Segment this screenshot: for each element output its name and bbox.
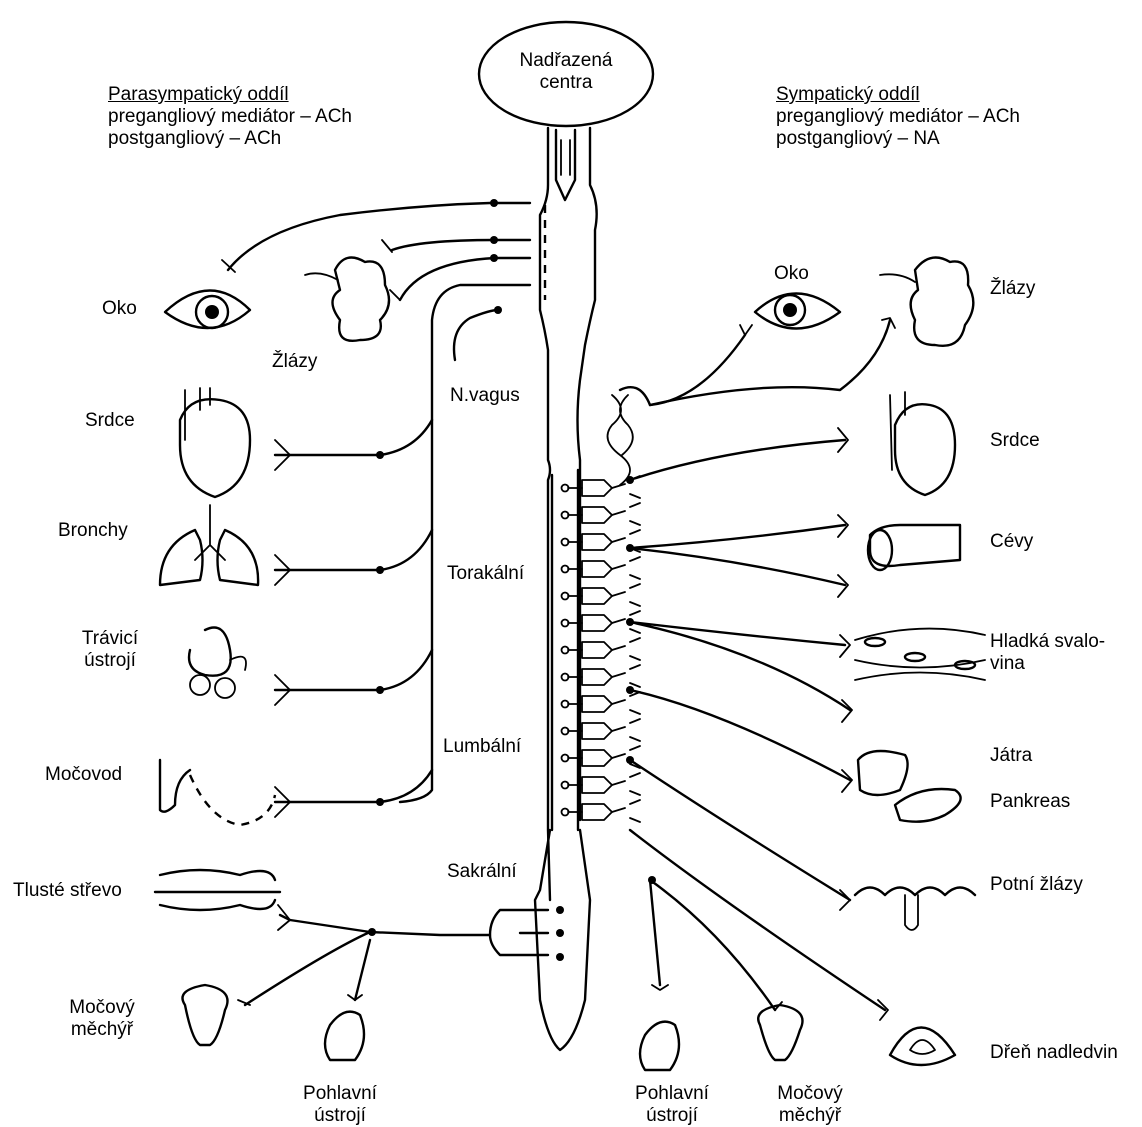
sacral-parasympathetic xyxy=(238,905,564,1005)
parasympathetic-post: postgangliový – ACh xyxy=(108,128,281,150)
sympathetic-post: postgangliový – NA xyxy=(776,128,940,150)
parasympathetic-title: Parasympatický oddíl xyxy=(108,84,289,106)
right-sweat-label: Potní žlázy xyxy=(990,874,1083,896)
spinal-segment xyxy=(582,777,612,793)
parasympathetic-pre: pregangliový mediátor – ACh xyxy=(108,106,352,128)
spinal-segment xyxy=(582,534,612,550)
sympathetic-fibers xyxy=(608,318,896,1020)
left-colon-label: Tlusté střevo xyxy=(13,880,122,902)
spinal-segment xyxy=(582,696,612,712)
spinal-segment xyxy=(582,642,612,658)
spinal-segment xyxy=(582,669,612,685)
right-eye-label: Oko xyxy=(774,263,809,285)
left-glands-label: Žlázy xyxy=(272,351,317,373)
right-glands-label: Žlázy xyxy=(990,278,1035,300)
right-smooth-muscle-label: Hladká svalo-vina xyxy=(990,631,1105,675)
region-vagus: N.vagus xyxy=(450,385,520,407)
region-lumbar: Lumbální xyxy=(443,736,521,758)
left-ureter-label: Močovod xyxy=(45,764,122,786)
spinal-segments xyxy=(562,476,641,822)
right-heart-label: Srdce xyxy=(990,430,1040,452)
spinal-segment xyxy=(582,507,612,523)
left-eye-label: Oko xyxy=(102,298,137,320)
sympathetic-title: Sympatický oddíl xyxy=(776,84,920,106)
left-heart-label: Srdce xyxy=(85,410,135,432)
parasympathetic-cranial-nerves xyxy=(222,199,530,817)
spinal-segment xyxy=(582,723,612,739)
right-pancreas-label: Pankreas xyxy=(990,791,1070,813)
left-bronchi-label: Bronchy xyxy=(58,520,128,542)
spinal-segment xyxy=(582,750,612,766)
right-adrenal-label: Dřeň nadledvin xyxy=(990,1042,1118,1064)
spinal-segment xyxy=(582,480,612,496)
spinal-segment xyxy=(582,615,612,631)
right-vessels-label: Cévy xyxy=(990,531,1033,553)
region-thoracic: Torakální xyxy=(447,563,524,585)
spinal-segment xyxy=(582,561,612,577)
spinal-segment xyxy=(582,588,612,604)
organ-sketches xyxy=(155,258,985,1071)
sympathetic-pre: pregangliový mediátor – ACh xyxy=(776,106,1020,128)
region-sacral: Sakrální xyxy=(447,861,517,883)
spinal-cord xyxy=(535,128,597,1050)
right-liver-label: Játra xyxy=(990,745,1032,767)
spinal-segment xyxy=(582,804,612,820)
